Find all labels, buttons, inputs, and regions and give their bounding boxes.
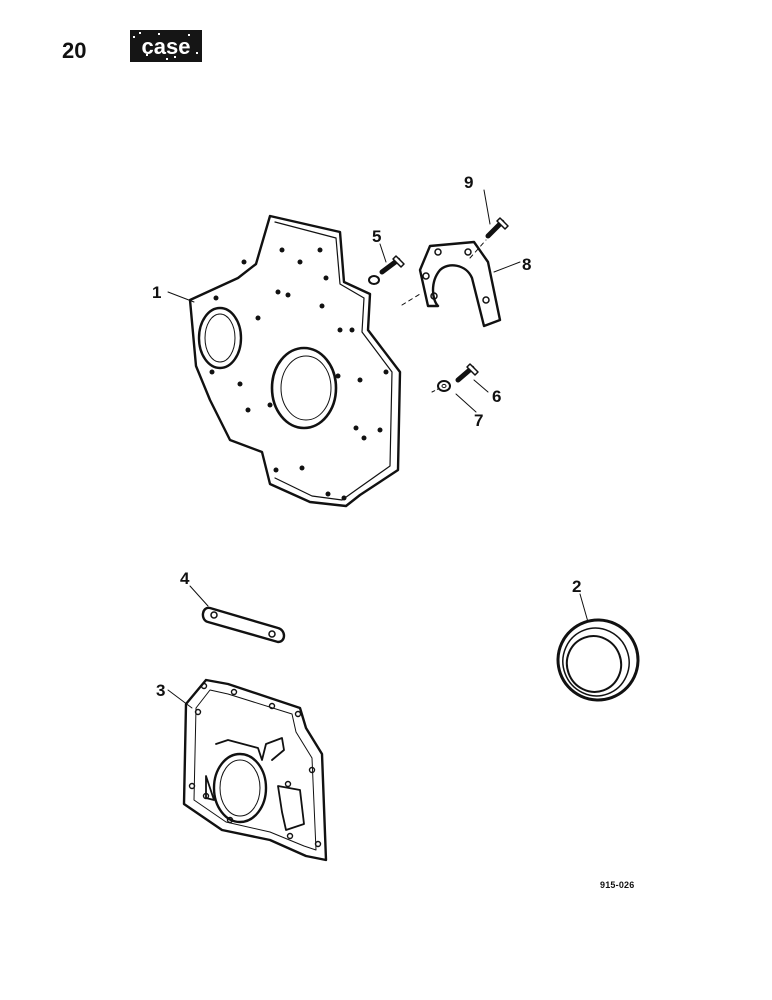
leader-lines bbox=[167, 189, 589, 709]
small-gasket bbox=[201, 606, 286, 644]
callout-5: 5 bbox=[372, 227, 381, 246]
callout-1: 1 bbox=[152, 283, 161, 302]
oil-seal bbox=[556, 618, 640, 702]
callout-2: 2 bbox=[572, 577, 581, 596]
callout-4: 4 bbox=[180, 569, 190, 588]
callout-3: 3 bbox=[156, 681, 165, 700]
figure-code: 915-026 bbox=[600, 880, 635, 890]
callout-9: 9 bbox=[464, 173, 473, 192]
callout-8: 8 bbox=[522, 255, 531, 274]
rear-plate bbox=[188, 214, 402, 508]
plate-bolt-lower bbox=[431, 363, 479, 393]
seal-retainer bbox=[418, 240, 502, 328]
page-number: 20 bbox=[62, 38, 87, 63]
logo-text: case bbox=[142, 34, 191, 59]
callout-6: 6 bbox=[492, 387, 501, 406]
plate-bolt-upper bbox=[368, 255, 421, 306]
retainer-bolt bbox=[469, 217, 509, 259]
plate-gasket bbox=[182, 678, 328, 862]
callout-7: 7 bbox=[474, 411, 483, 430]
case-logo: case bbox=[130, 30, 202, 62]
plate-bolt-holes bbox=[209, 247, 389, 501]
